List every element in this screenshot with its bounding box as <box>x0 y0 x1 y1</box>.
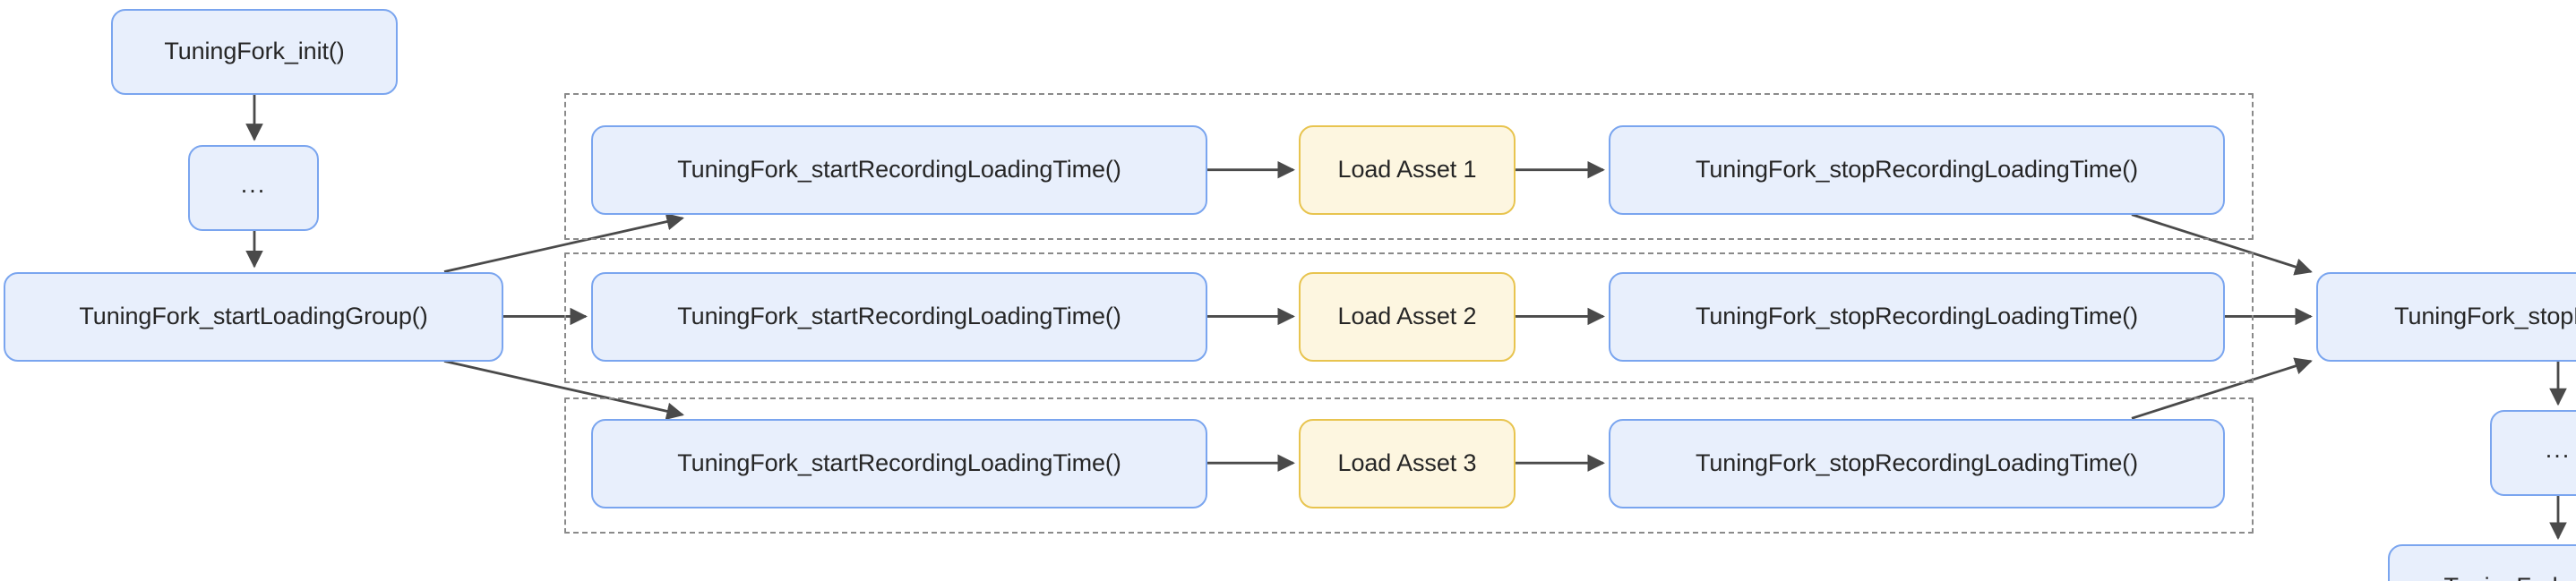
node-stop-recording-loading-time-1[interactable]: TuningFork_stopRecordingLoadingTime() <box>1609 125 2225 215</box>
node-start-recording-loading-time-1[interactable]: TuningFork_startRecordingLoadingTime() <box>591 125 1207 215</box>
subgraph-row-2 <box>564 252 2254 383</box>
subgraph-row-1 <box>564 93 2254 240</box>
node-load-asset-2[interactable]: Load Asset 2 <box>1299 272 1516 362</box>
node-stop-recording-loading-time-3[interactable]: TuningFork_stopRecordingLoadingTime() <box>1609 419 2225 508</box>
node-load-asset-3[interactable]: Load Asset 3 <box>1299 419 1516 508</box>
node-ellipsis-bottom[interactable]: ... <box>2490 410 2576 496</box>
node-start-recording-loading-time-3[interactable]: TuningFork_startRecordingLoadingTime() <box>591 419 1207 508</box>
subgraph-row-3 <box>564 397 2254 534</box>
node-stop-recording-loading-time-2[interactable]: TuningFork_stopRecordingLoadingTime() <box>1609 272 2225 362</box>
node-load-asset-1[interactable]: Load Asset 1 <box>1299 125 1516 215</box>
node-tuningfork-init[interactable]: TuningFork_init() <box>111 9 398 95</box>
node-tuningfork-start-loading-group[interactable]: TuningFork_startLoadingGroup() <box>4 272 503 362</box>
node-tuningfork-destroy[interactable]: TuningFork_destroy() <box>2388 544 2576 581</box>
node-start-recording-loading-time-2[interactable]: TuningFork_startRecordingLoadingTime() <box>591 272 1207 362</box>
node-ellipsis-top[interactable]: ... <box>188 145 319 231</box>
node-tuningfork-stop-loading-group[interactable]: TuningFork_stopLoadingGroup() <box>2316 272 2576 362</box>
